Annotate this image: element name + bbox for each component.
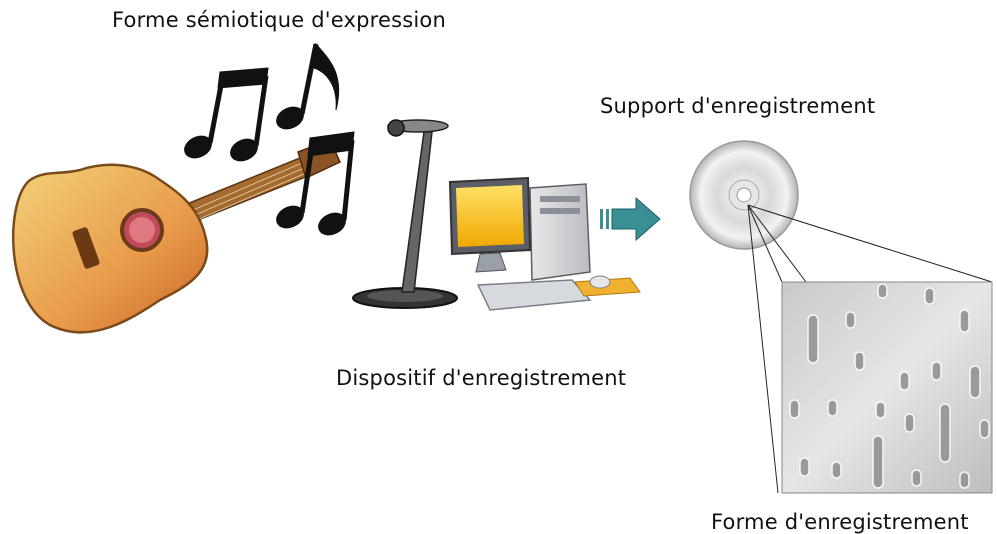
computer-icon (448, 176, 641, 311)
label-recording-medium: Support d'enregistrement (600, 94, 876, 118)
label-recording-device: Dispositif d'enregistrement (336, 366, 627, 390)
pits-closeup-image (781, 281, 993, 494)
zoom-lines (747, 204, 993, 494)
arrow-right-icon (600, 196, 661, 242)
label-expression-form: Forme sémiotique d'expression (112, 8, 446, 32)
label-recording-form: Forme d'enregistrement (711, 510, 969, 534)
cd-disc-icon (689, 140, 799, 250)
microphone-icon (352, 119, 458, 309)
music-note-icon (184, 42, 355, 236)
guitar-icon (11, 139, 341, 334)
